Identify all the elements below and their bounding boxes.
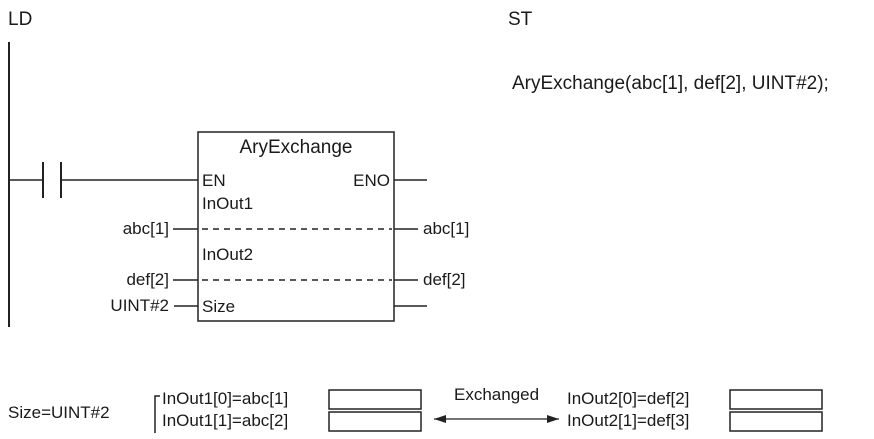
block-name: AryExchange — [239, 137, 353, 158]
pin-inout1: InOut1 — [202, 194, 254, 213]
exchanged-label: Exchanged — [454, 385, 540, 404]
inout1-row-1: InOut1[1]=abc[2] — [162, 411, 289, 430]
inout2-row-1: InOut2[1]=def[3] — [567, 411, 690, 430]
exchange-arrow-head-right — [547, 415, 559, 423]
size-arg-label: UINT#2 — [110, 296, 169, 315]
pin-inout2: InOut2 — [202, 245, 254, 264]
st-header: ST — [508, 9, 533, 30]
size-label: Size=UINT#2 — [8, 403, 110, 422]
inout2-row-0: InOut2[0]=def[2] — [567, 389, 690, 408]
abc-right-label: abc[1] — [423, 219, 470, 238]
inout2-cell-1 — [729, 411, 823, 432]
inout1-row-0: InOut1[0]=abc[1] — [162, 389, 289, 408]
inout1-cell-1 — [328, 411, 422, 432]
ld-header: LD — [8, 9, 33, 30]
inout2-cell-0 — [729, 389, 823, 410]
abc-left-label: abc[1] — [122, 219, 169, 238]
def-right-label: def[2] — [423, 270, 466, 289]
pin-eno: ENO — [353, 171, 390, 190]
exchange-arrow-head-left — [434, 415, 446, 423]
size-bracket — [154, 395, 160, 433]
inout1-cell-0 — [328, 389, 422, 410]
st-code: AryExchange(abc[1], def[2], UINT#2); — [512, 73, 829, 94]
pin-size: Size — [202, 297, 236, 316]
pin-en: EN — [202, 171, 226, 190]
def-left-label: def[2] — [126, 270, 169, 289]
function-block — [197, 131, 395, 322]
